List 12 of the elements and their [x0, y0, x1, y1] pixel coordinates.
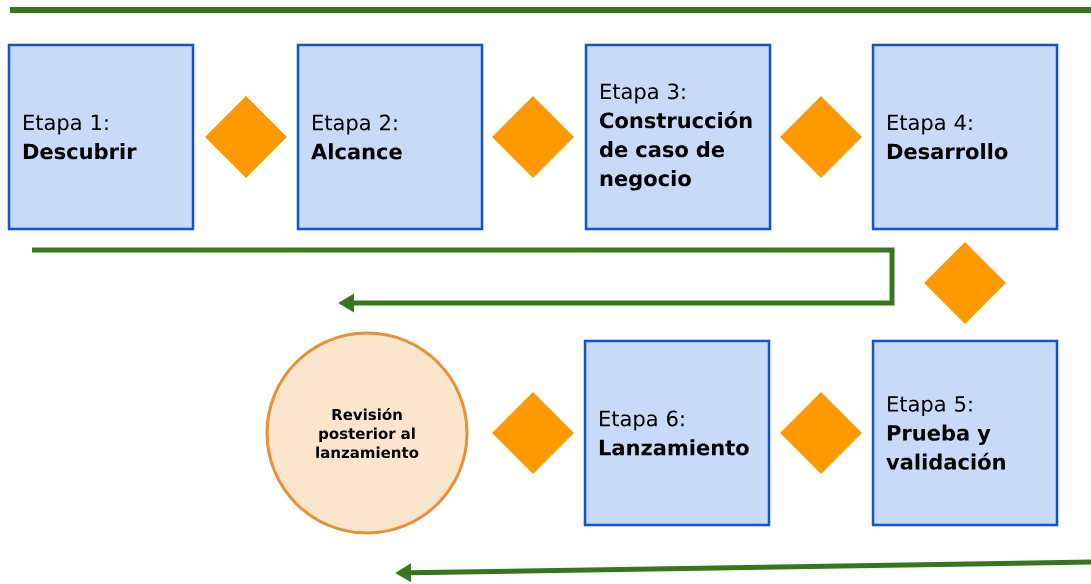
- stage-box: Etapa 4: Desarrollo: [871, 43, 1059, 231]
- gate-diamond: [924, 242, 1006, 324]
- gate-diamond: [780, 96, 862, 178]
- stage-box: Etapa 5: Prueba y validación: [871, 339, 1059, 527]
- stage-box: Etapa 1: Descubrir: [7, 43, 195, 231]
- stage-box: Etapa 2: Alcance: [296, 43, 484, 231]
- gate-diamond: [492, 96, 574, 178]
- stage-box: Etapa 3: Construcción de caso de negocio: [584, 43, 772, 231]
- gate-diamond: [780, 392, 862, 474]
- gate-diamond: [492, 392, 574, 474]
- stage-box: Etapa 6: Lanzamiento: [583, 339, 771, 527]
- gate-diamond: [205, 96, 287, 178]
